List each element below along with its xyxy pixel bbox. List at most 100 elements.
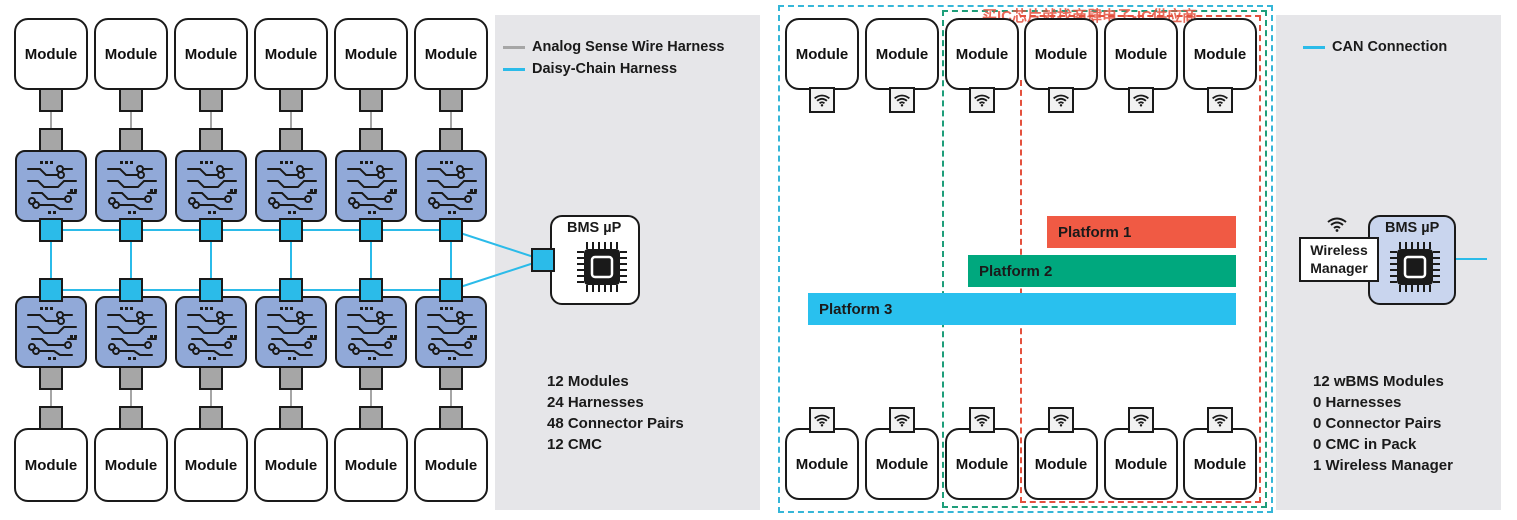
platform2-label: Platform 2 [979,262,1053,280]
sense-connector [119,366,143,390]
wifi-icon [1133,94,1149,107]
wifi-icon [894,414,910,427]
wireless-badge [1048,407,1074,433]
cmc-board [415,296,487,368]
circuit-icon [27,307,77,360]
module-box: Module [865,428,939,500]
sense-connector [439,406,463,430]
daisy-legend-label: Daisy-Chain Harness [532,61,678,77]
platform3-bar: Platform 3 [808,293,1236,325]
harness-wire [450,229,544,261]
module-box: Module [1183,18,1257,90]
cmc-board [175,150,247,222]
circuit-icon [427,161,477,214]
module-box: Module [174,18,248,90]
sense-connector [199,88,223,112]
sense-connector [359,366,383,390]
sense-connector [199,366,223,390]
cmc-board [15,296,87,368]
circuit-icon [347,307,397,360]
left-wiring [50,112,544,408]
daisy-connector [199,278,223,302]
cmc-board [15,150,87,222]
right-stat-harnesses: 0 Harnesses [1313,394,1402,411]
sense-connector [359,406,383,430]
wifi-icon [1212,94,1228,107]
sense-connector [359,128,383,152]
wifi-icon [814,414,830,427]
sense-connector [119,128,143,152]
circuit-icon [267,307,317,360]
right-stat-modules: 12 wBMS Modules [1313,373,1444,390]
circuit-icon [27,161,77,214]
platform2-boundary [942,10,1267,508]
wireless-badge [1128,87,1154,113]
sense-connector [39,128,63,152]
platform1-label: Platform 1 [1058,223,1132,241]
module-box: Module [1183,428,1257,500]
wireless-badge [889,407,915,433]
module-box: Module [94,428,168,502]
wifi-icon [1212,414,1228,427]
daisy-connector [199,218,223,242]
left-bms-box [550,215,640,305]
platform1-boundary [1020,15,1261,503]
sense-connector [439,128,463,152]
right-stat-manager: 1 Wireless Manager [1313,457,1453,474]
sense-connector [119,88,143,112]
left-stats: 12 Modules 24 Harnesses 48 Connector Pai… [547,371,684,455]
wireless-badge [1048,87,1074,113]
left-bms-label: BMS µP [567,220,622,236]
sense-connector [39,88,63,112]
circuit-icon [107,161,157,214]
wireless-badge [969,407,995,433]
wireless-badge [1207,87,1233,113]
module-box: Module [414,428,488,502]
sense-connector [279,366,303,390]
can-legend-swatch [1303,46,1325,49]
circuit-icon [187,307,237,360]
daisy-connector [119,218,143,242]
daisy-connector [119,278,143,302]
wifi-icon [1133,414,1149,427]
module-box: Module [254,428,328,502]
cmc-board [95,150,167,222]
module-box: Module [14,428,88,502]
module-box: Module [94,18,168,90]
module-box: Module [865,18,939,90]
sense-connector [199,128,223,152]
module-box: Module [334,428,408,502]
analog-legend-label: Analog Sense Wire Harness [532,39,725,55]
circuit-icon [267,161,317,214]
daisy-connector [439,218,463,242]
cmc-board [255,296,327,368]
daisy-connector [39,218,63,242]
wireless-badge [809,407,835,433]
wireless-manager-label: Wireless Manager [1310,242,1368,276]
module-box: Module [414,18,488,90]
left-stat-modules: 12 Modules [547,373,629,390]
platform1-bar: Platform 1 [1047,216,1236,248]
module-box: Module [14,18,88,90]
sense-connector [199,406,223,430]
harness-wire [450,259,544,291]
wifi-icon [814,94,830,107]
wireless-badge [809,87,835,113]
cmc-board [415,150,487,222]
left-bms-connector [531,248,555,272]
sense-connector [439,366,463,390]
module-box: Module [945,18,1019,90]
wireless-manager-box [1299,237,1379,282]
right-stat-connectors: 0 Connector Pairs [1313,415,1442,432]
module-box: Module [945,428,1019,500]
module-box: Module [334,18,408,90]
module-box: Module [1104,18,1178,90]
sense-connector [279,128,303,152]
cmc-board [255,150,327,222]
wireless-badge [889,87,915,113]
sense-connector [279,88,303,112]
left-stat-harnesses: 24 Harnesses [547,394,644,411]
wifi-icon [974,94,990,107]
chip-icon [1390,242,1440,292]
platform2-bar: Platform 2 [968,255,1236,287]
